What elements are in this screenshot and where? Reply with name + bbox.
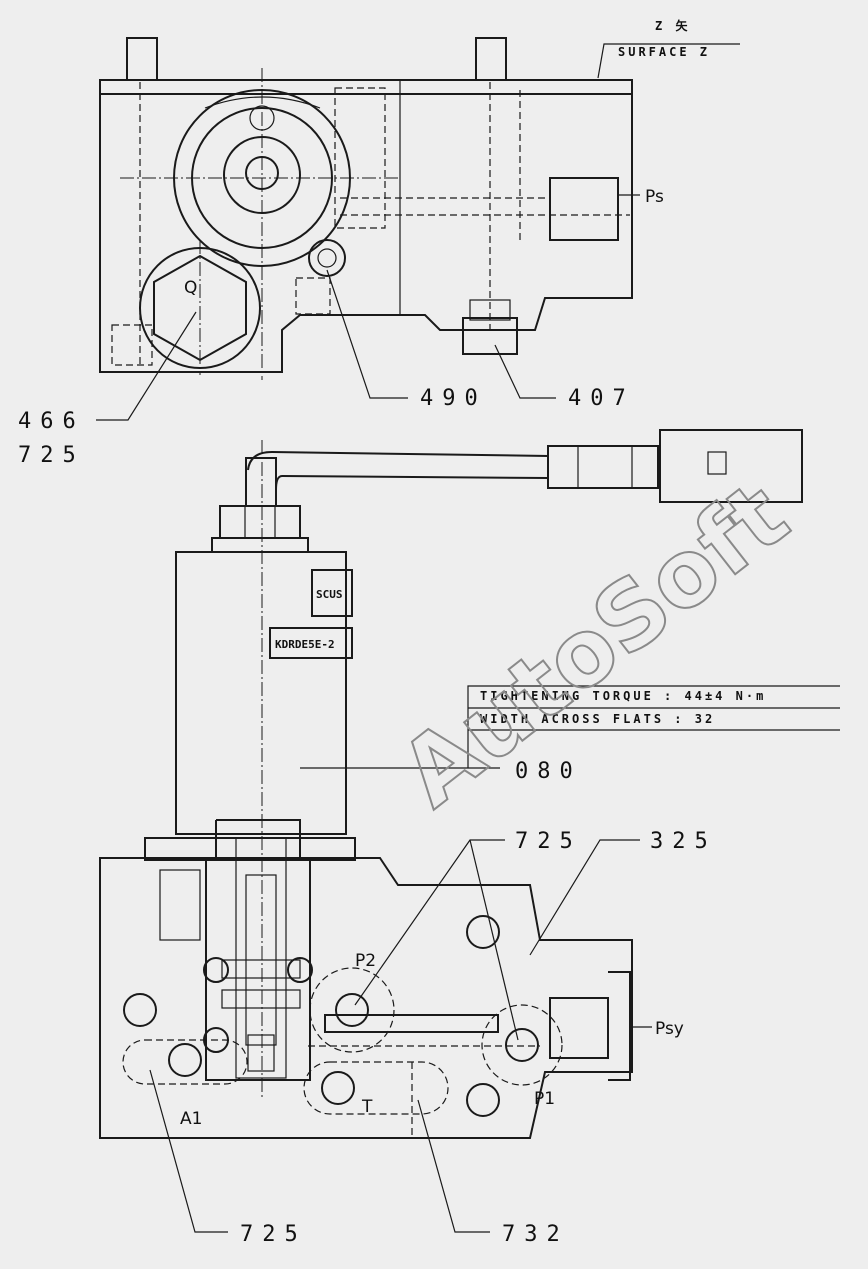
stud-left [126, 37, 158, 81]
cartridge [205, 819, 311, 1081]
port-q-label: Q [184, 278, 197, 298]
bolt-hole-1 [123, 993, 157, 1027]
surface-z-mark: Z 矢 [655, 18, 690, 33]
top-block-outline [99, 79, 633, 373]
callout-325: 325 [650, 829, 717, 854]
callout-732: 732 [502, 1222, 569, 1247]
watermark: AutoSoft [381, 462, 807, 828]
leader-407 [494, 344, 556, 399]
leader-466 [96, 311, 197, 421]
callout-725-mid: 725 [515, 829, 582, 854]
bottom-view [99, 819, 652, 1139]
spec-torque: TIGHTENING TORQUE : 44±4 N·m [480, 689, 766, 703]
callout-080: 080 [515, 759, 582, 784]
stud-right [475, 37, 507, 81]
plug-407 [462, 317, 518, 355]
tag-part-no-text: KDRDE5E-2 [275, 638, 335, 651]
plug-490 [308, 239, 346, 277]
leader-732 [417, 1099, 490, 1233]
leader-325 [529, 839, 640, 956]
port-p2 [335, 993, 369, 1027]
port-t [321, 1071, 355, 1105]
solenoid-coil [175, 551, 347, 835]
port-ps-top [549, 177, 619, 241]
port-a1 [168, 1043, 202, 1077]
connector [659, 429, 803, 503]
tag-scus [311, 569, 353, 617]
connector-sleeve [547, 445, 659, 489]
port-p1 [505, 1028, 539, 1062]
port-a1-label: A1 [180, 1109, 202, 1129]
port-psy-label: Psy [655, 1019, 684, 1039]
leader-725-bottom [149, 1069, 228, 1233]
port-ps-label: Ps [645, 187, 664, 207]
port-p2-label: P2 [355, 951, 376, 971]
port-p1-label: P1 [534, 1089, 555, 1109]
top-view [99, 37, 740, 380]
leader-490 [326, 269, 408, 399]
callout-407: 407 [568, 386, 635, 411]
callout-466: 466 [18, 409, 85, 434]
callout-725-top: 725 [18, 443, 85, 468]
bolt-hole-3 [466, 1083, 500, 1117]
leader-725-mid-a [354, 839, 505, 1006]
callout-725-bottom: 725 [240, 1222, 307, 1247]
hex-nut [219, 505, 301, 539]
callout-490: 490 [420, 386, 487, 411]
leader-725-mid-b [469, 839, 519, 1041]
cable [247, 450, 549, 498]
valve-body-outline [99, 857, 633, 1139]
bolt-hole-2 [466, 915, 500, 949]
spec-box [467, 685, 840, 768]
tag-part-no [269, 627, 353, 659]
tag-scus-text: SCUS [316, 588, 343, 601]
spec-width: WIDTH ACROSS FLATS : 32 [480, 712, 715, 726]
surface-z-label: SURFACE Z [618, 45, 710, 59]
port-psy-fitting [549, 997, 609, 1059]
port-t-label: T [361, 1097, 373, 1117]
